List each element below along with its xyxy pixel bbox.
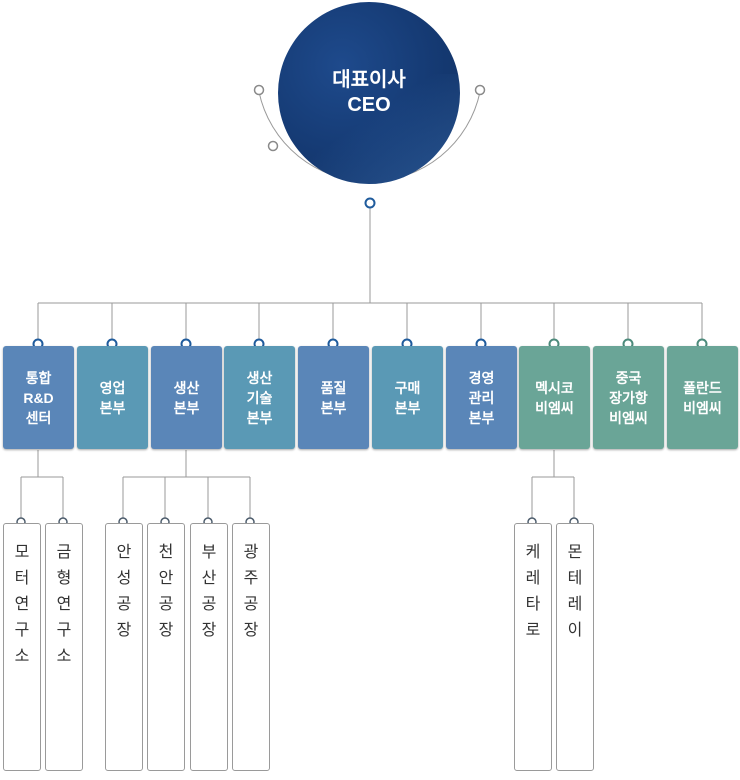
unit-box-queretaro: 케 레 타 로 — [514, 523, 552, 771]
unit-box-cheonan-plant: 천 안 공 장 — [147, 523, 185, 771]
unit-box-monterrey: 몬 테 레 이 — [556, 523, 594, 771]
unit-box-busan-plant: 부 산 공 장 — [190, 523, 228, 771]
dept-box-mexico-bmc: 멕시코 비엠씨 — [519, 346, 590, 449]
ceo-title: 대표이사 — [332, 69, 406, 91]
ceo-node-icon — [364, 197, 376, 209]
dept-box-management: 경영 관리 본부 — [446, 346, 517, 449]
dept-box-china-bmc: 중국 장가항 비엠씨 — [593, 346, 664, 449]
ceo-subtitle: CEO — [347, 94, 391, 116]
unit-box-anseong-plant: 안 성 공 장 — [105, 523, 143, 771]
dept-box-production: 생산 본부 — [151, 346, 222, 449]
dept-box-quality: 품질 본부 — [298, 346, 369, 449]
unit-box-motor-lab: 모 터 연 구 소 — [3, 523, 41, 771]
dept-box-sales: 영업 본부 — [77, 346, 148, 449]
dept-box-production-tech: 생산 기술 본부 — [224, 346, 295, 449]
dept-box-rnd-center: 통합 R&D 센터 — [3, 346, 74, 449]
unit-box-gwangju-plant: 광 주 공 장 — [232, 523, 270, 771]
orbit-node-icon — [474, 84, 486, 96]
dept-box-poland-bmc: 폴란드 비엠씨 — [667, 346, 738, 449]
unit-box-mold-lab: 금 형 연 구 소 — [45, 523, 83, 771]
orbit-node-icon — [267, 140, 279, 152]
orbit-node-icon — [253, 84, 265, 96]
ceo-node: 대표이사 CEO — [278, 2, 460, 184]
dept-box-purchasing: 구매 본부 — [372, 346, 443, 449]
